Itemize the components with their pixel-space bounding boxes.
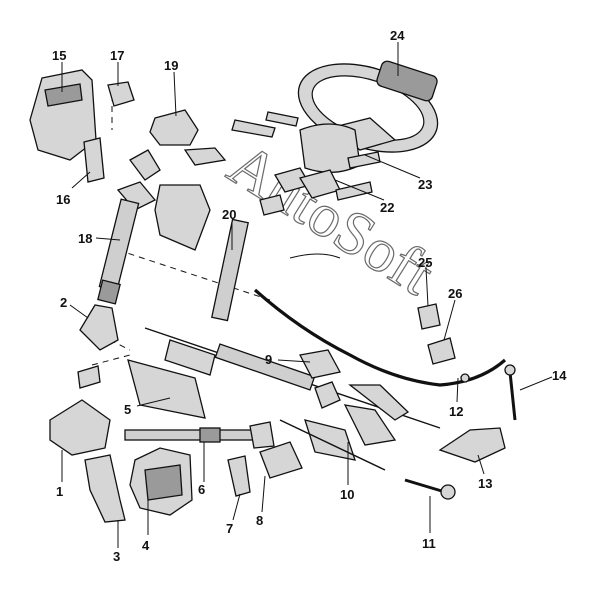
callout-9: 9 xyxy=(265,352,272,367)
callout-8: 8 xyxy=(256,513,263,528)
column-cover xyxy=(29,69,97,161)
callout-2: 2 xyxy=(60,295,67,310)
callout-6: 6 xyxy=(198,482,205,497)
mounting-bracket xyxy=(154,184,211,251)
callout-19: 19 xyxy=(164,58,178,73)
rack-boots xyxy=(299,349,410,446)
column-boot xyxy=(79,304,119,351)
callout-7: 7 xyxy=(226,521,233,536)
stabilizer-bracket xyxy=(438,427,506,463)
callout-4: 4 xyxy=(142,538,150,553)
callout-15: 15 xyxy=(52,48,66,63)
callout-24: 24 xyxy=(390,28,405,43)
callout-11: 11 xyxy=(422,536,436,551)
intermediate-shaft xyxy=(211,194,341,322)
combination-switch xyxy=(231,111,381,201)
stabilizer-bar xyxy=(253,288,507,387)
steering-column xyxy=(97,149,161,305)
tie-rod-end xyxy=(404,478,456,500)
callout-22: 22 xyxy=(380,200,394,215)
callout-18: 18 xyxy=(78,231,92,246)
drive-shaft xyxy=(124,421,275,449)
stabilizer-link xyxy=(504,364,517,421)
leader-lines xyxy=(61,42,553,548)
callout-3: 3 xyxy=(113,549,120,564)
clamp-parts xyxy=(227,441,303,497)
lower-joint xyxy=(49,365,126,523)
callout-10: 10 xyxy=(340,487,354,502)
bushings xyxy=(417,303,456,365)
callout-25: 25 xyxy=(418,255,432,270)
ignition-lock xyxy=(83,81,135,183)
callout-1: 1 xyxy=(56,484,63,499)
callout-16: 16 xyxy=(56,192,70,207)
steering-rack xyxy=(144,327,441,471)
callout-23: 23 xyxy=(418,177,432,192)
callout-26: 26 xyxy=(448,286,462,301)
column-bracket xyxy=(149,109,227,166)
callout-14: 14 xyxy=(552,368,567,383)
callout-5: 5 xyxy=(124,402,131,417)
callout-12: 12 xyxy=(449,404,463,419)
callout-17: 17 xyxy=(110,48,124,63)
callout-labels: 15 17 19 24 16 18 20 2 5 1 3 4 6 7 8 9 1… xyxy=(52,28,567,564)
callout-20: 20 xyxy=(222,207,236,222)
callout-13: 13 xyxy=(478,476,492,491)
gear-housing xyxy=(129,447,193,516)
